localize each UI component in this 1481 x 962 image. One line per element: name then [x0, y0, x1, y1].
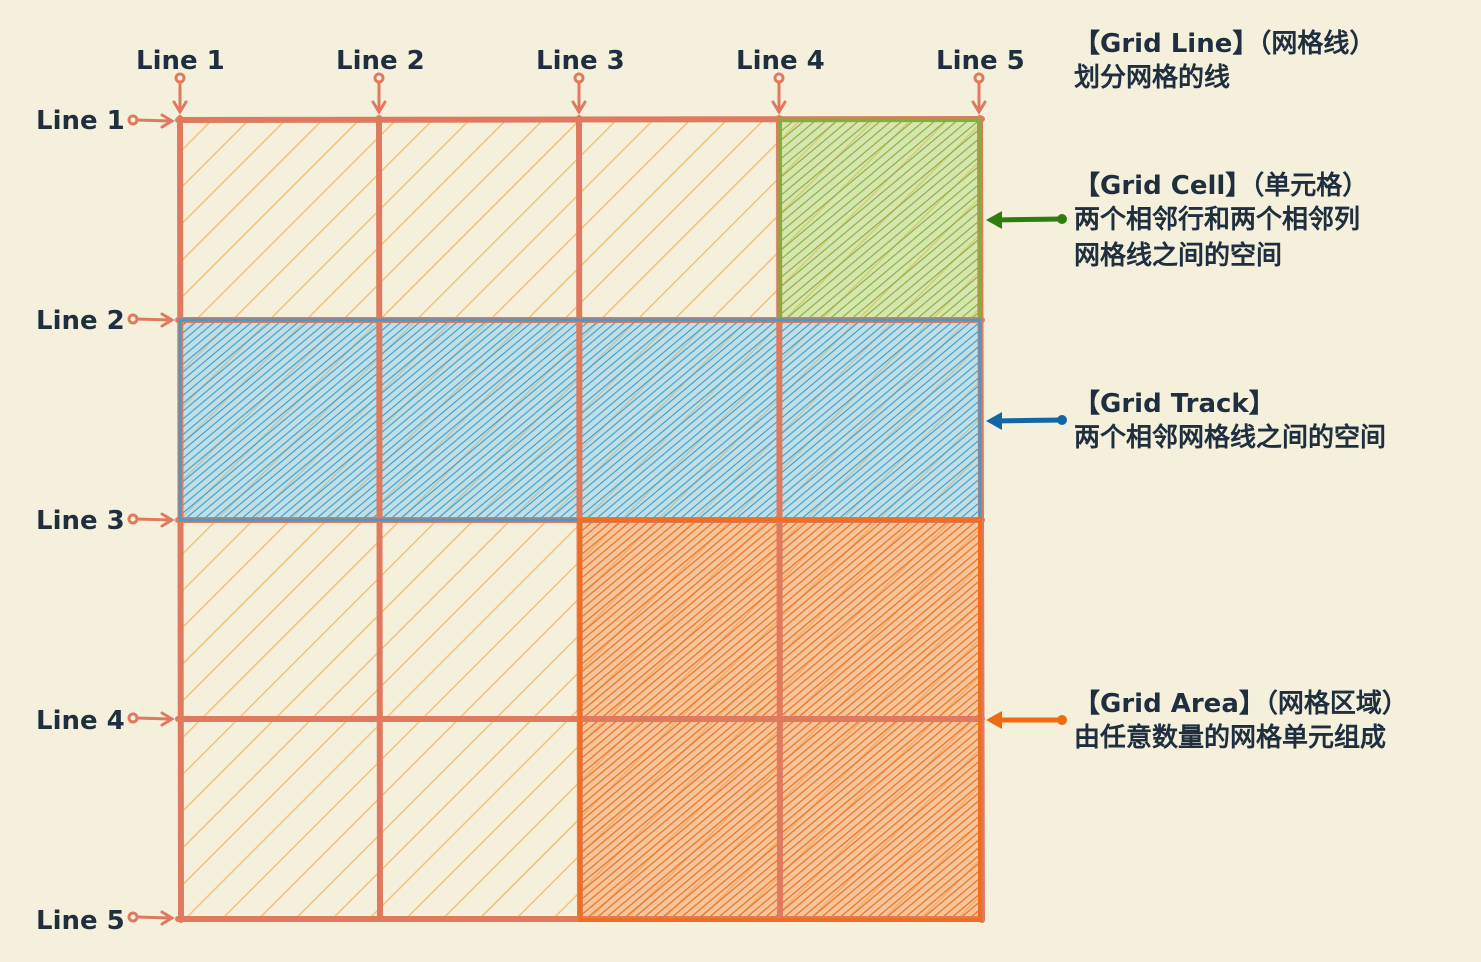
row-arrow-3 [127, 512, 175, 528]
grid-cell-note-desc-2: 网格线之间的空间 [1074, 241, 1283, 271]
column-line-label-1: Line 1 [136, 46, 225, 76]
grid-area-outline [578, 518, 982, 922]
row-line-label-2: Line 2 [36, 306, 125, 336]
grid-area-note-desc: 由任意数量的网格单元组成 [1074, 723, 1387, 753]
grid-track-note: 【Grid Track】 两个相邻网格线之间的空间 [1074, 388, 1386, 456]
column-line-label-5: Line 5 [936, 46, 1025, 76]
column-line-arrows [172, 72, 987, 115]
grid-cell-note-desc-1: 两个相邻行和两个相邻列 [1074, 205, 1361, 235]
grid-cell-note: 【Grid Cell】（单元格） 两个相邻行和两个相邻列 网格线之间的空间 [1074, 170, 1368, 274]
row-line-arrows [127, 113, 175, 926]
row-arrow-5 [127, 910, 175, 926]
column-arrow-3 [571, 72, 587, 115]
grid-track-pointer-arrow [986, 412, 1067, 430]
column-line-label-2: Line 2 [336, 46, 425, 76]
grid-area-pointer-arrow [986, 711, 1067, 729]
column-arrow-2 [371, 72, 387, 115]
grid-area-note: 【Grid Area】（网格区域） 由任意数量的网格单元组成 [1074, 688, 1408, 756]
row-line-label-3: Line 3 [36, 506, 125, 536]
grid-cell-hatch [780, 120, 980, 320]
column-arrow-1 [172, 72, 188, 115]
column-arrow-4 [771, 72, 787, 115]
row-arrow-4 [127, 711, 175, 727]
column-arrow-5 [971, 72, 987, 115]
grid-track-note-title: 【Grid Track】 [1074, 389, 1275, 419]
grid-area-note-title: 【Grid Area】（网格区域） [1074, 689, 1408, 719]
row-arrow-2 [127, 312, 175, 328]
grid-line-note-desc: 划分网格的线 [1074, 63, 1231, 93]
grid-line-note-title: 【Grid Line】（网格线） [1074, 29, 1376, 59]
grid-cell-note-title: 【Grid Cell】（单元格） [1074, 171, 1369, 201]
row-arrow-1 [127, 113, 175, 129]
row-line-label-4: Line 4 [36, 706, 125, 736]
grid-line-note: 【Grid Line】（网格线） 划分网格的线 [1074, 28, 1375, 96]
grid-track-note-desc: 两个相邻网格线之间的空间 [1074, 423, 1387, 453]
row-line-label-5: Line 5 [36, 906, 125, 936]
row-line-label-1: Line 1 [36, 106, 125, 136]
column-line-label-3: Line 3 [536, 46, 625, 76]
grid-cell-pointer-arrow [986, 211, 1067, 229]
column-line-label-4: Line 4 [736, 46, 825, 76]
